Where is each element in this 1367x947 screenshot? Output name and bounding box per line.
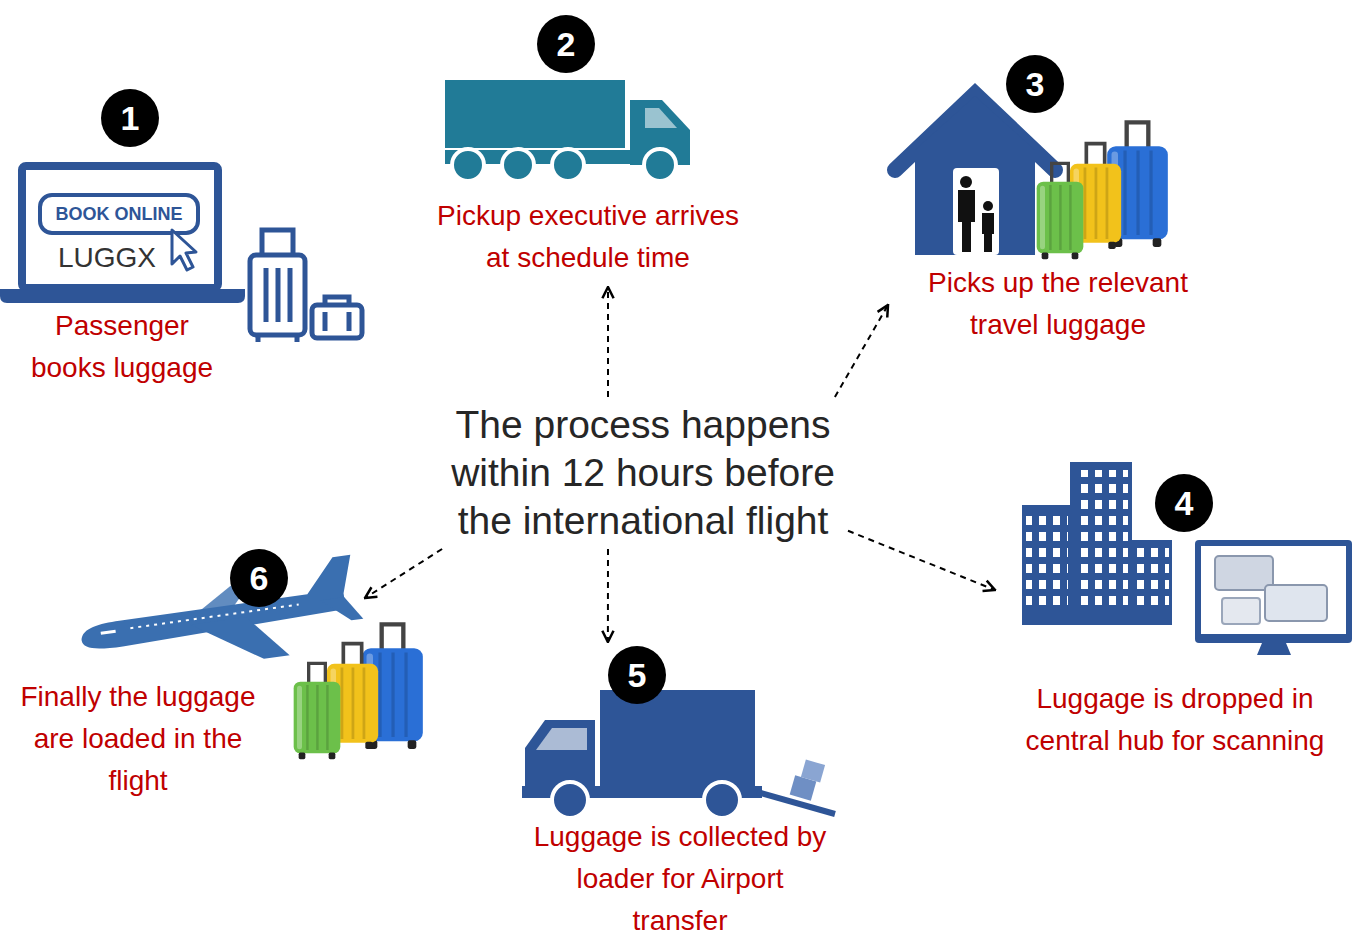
step-group: Luggage is collected by loader for Airpo… [505, 642, 855, 944]
number-circle-fill [537, 15, 595, 73]
step-group: Finally the luggage are loaded in the fl… [0, 598, 435, 804]
callout-number: 6 [230, 549, 288, 607]
central-text: The process happens within 12 hours befo… [438, 401, 848, 545]
step-caption: Passenger books luggage [22, 305, 222, 389]
dashed-arrow [365, 549, 442, 598]
hub-buildings [1022, 462, 1172, 625]
truck-icon [445, 80, 690, 181]
callout-number: 2 [537, 15, 595, 73]
step-group: Picks up the relevant travel luggage 3 [888, 50, 1218, 350]
number-circle-fill [608, 646, 666, 704]
step-caption: Pickup executive arrives at schedule tim… [427, 195, 749, 279]
step-caption: Finally the luggage are loaded in the fl… [13, 676, 263, 802]
number-circle-fill [101, 89, 159, 147]
callout-number: 4 [1155, 474, 1213, 532]
dashed-arrow [835, 305, 888, 397]
step-caption: Luggage is collected by loader for Airpo… [529, 816, 831, 942]
button-text: BOOK ONLINE [42, 197, 196, 231]
step-number: 1 [101, 89, 159, 147]
central-note: The process happens within 12 hours befo… [438, 397, 848, 549]
callout-number: 3 [1006, 55, 1064, 113]
step-group: Passenger books luggage 1 [0, 85, 370, 391]
laptop-icon [0, 166, 245, 303]
step-number: 2 [537, 15, 595, 73]
step-group: Luggage is dropped in central hub for sc… [995, 460, 1360, 766]
dashed-arrow [848, 531, 995, 590]
callout-number: 5 [608, 646, 666, 704]
number-circle-fill [1006, 55, 1064, 113]
number-circle-fill [1155, 474, 1213, 532]
loader-truck [522, 690, 835, 818]
step-caption: Luggage is dropped in central hub for sc… [1005, 678, 1345, 762]
dashed-arrow [607, 549, 609, 642]
step-caption: Picks up the relevant travel luggage [908, 262, 1208, 346]
scanner-monitor [1195, 540, 1352, 655]
callout-number: 1 [101, 89, 159, 147]
step-number: 6 [230, 549, 288, 607]
step-number: 3 [1006, 55, 1064, 113]
luggage-icon [250, 230, 362, 342]
brand-logo: LUGGX [48, 240, 166, 276]
step-number: 4 [1155, 474, 1213, 532]
dashed-arrow [607, 287, 609, 397]
step-number: 5 [608, 646, 666, 704]
number-circle-fill [230, 549, 288, 607]
suitcases [1037, 122, 1168, 259]
house-icon [895, 94, 1055, 255]
suitcases [294, 624, 423, 759]
step-group: Pickup executive arrives at schedule tim… [405, 15, 775, 287]
